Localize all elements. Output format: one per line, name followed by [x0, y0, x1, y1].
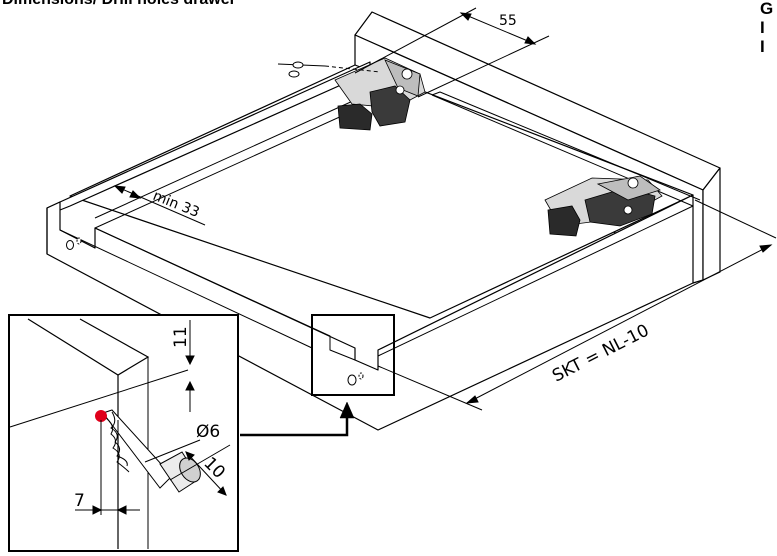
drawing-title: Dimensions/ Drill holes drawer [2, 0, 236, 8]
label-diameter: Ø6 [196, 422, 220, 442]
header-fragment-1: G [760, 0, 773, 18]
drawer-body [46, 11, 721, 431]
detail-inset: 11 7 Ø6 10 [8, 314, 239, 552]
header-fragment-2: I [760, 18, 765, 37]
drill-tip-marker [95, 410, 107, 422]
drill-bit [102, 409, 201, 493]
left-drill-hole [66, 237, 82, 250]
front-drill-hole [347, 372, 364, 386]
detail-highlight-box [311, 314, 395, 396]
back-clip-screws [277, 61, 381, 78]
label-7: 7 [74, 491, 85, 511]
dimension-min-33 [113, 185, 206, 226]
label-55: 55 [499, 13, 517, 29]
back-clip [334, 57, 426, 131]
label-11: 11 [171, 326, 191, 348]
detail-connector-arrow [240, 401, 355, 437]
header-fragment-3: I [760, 37, 765, 56]
dimension-55 [354, 7, 550, 98]
right-clip [544, 175, 663, 237]
dimension-skt [377, 199, 777, 411]
